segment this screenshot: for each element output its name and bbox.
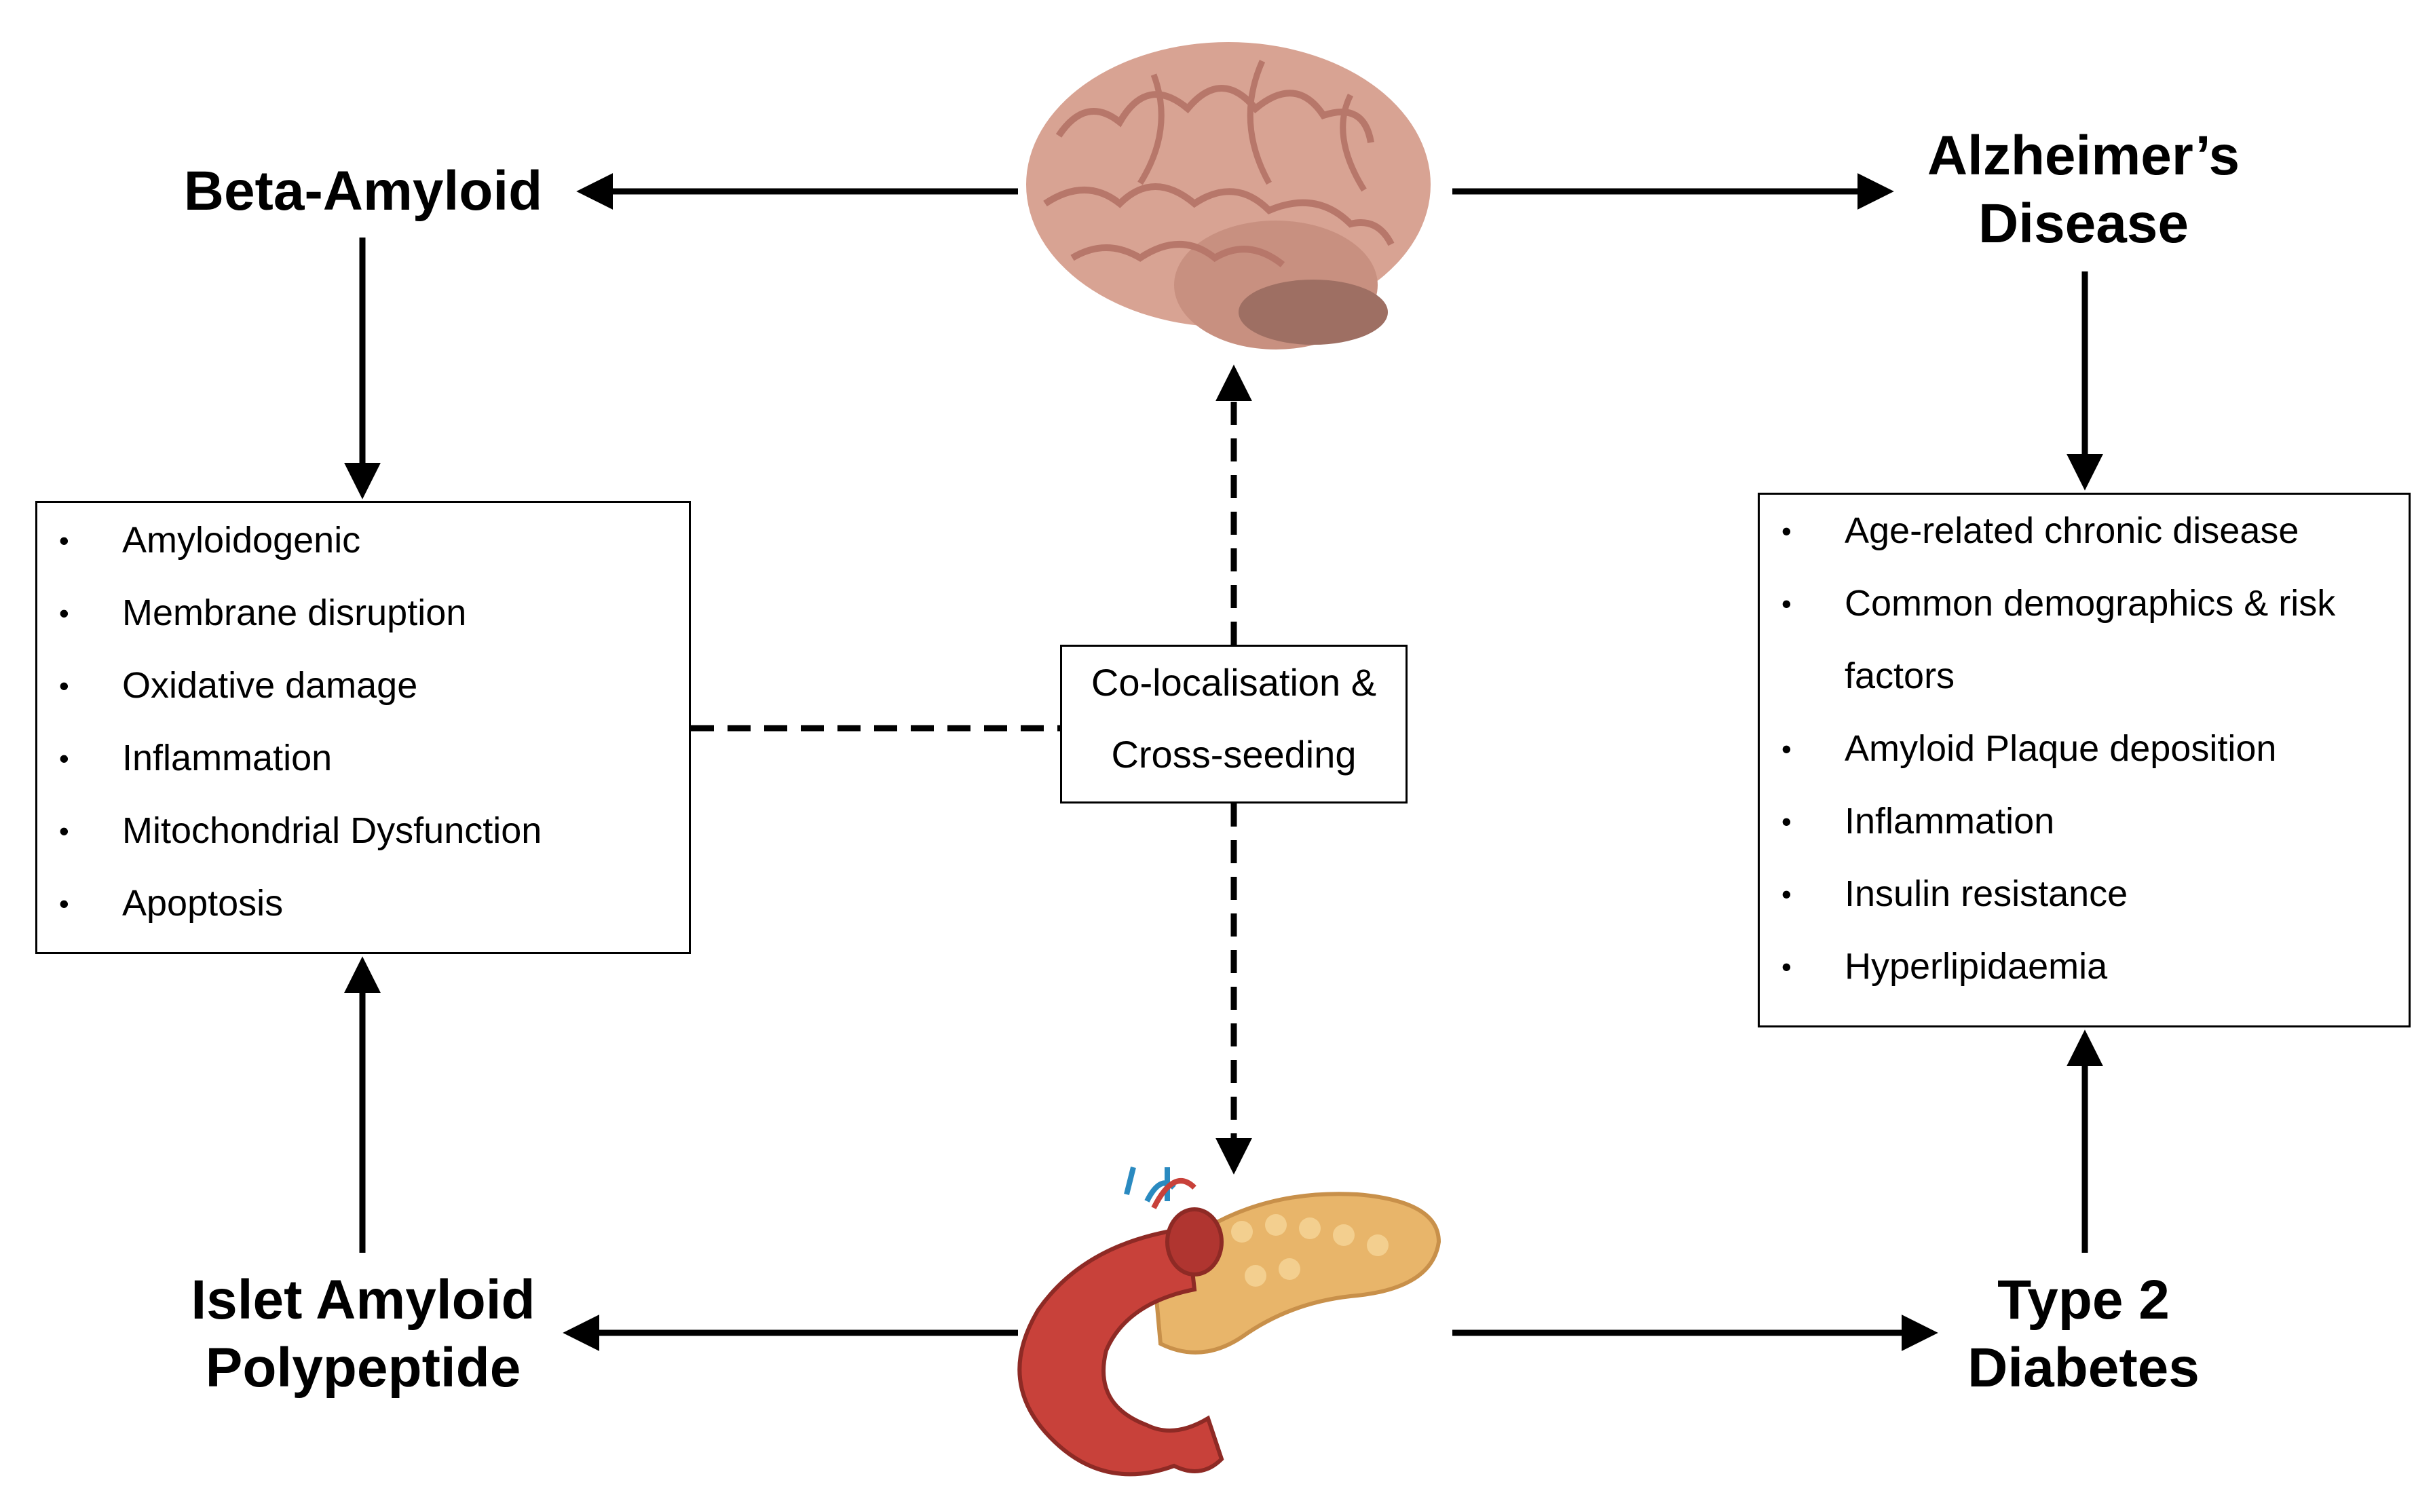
- list-item: Amyloid Plaque deposition: [1760, 713, 2409, 785]
- list-item: Hyperlipidaemia: [1760, 930, 2409, 1003]
- pancreas-icon: [1017, 1167, 1441, 1477]
- list-item: Oxidative damage: [37, 649, 689, 722]
- list-item-continuation: factors: [1845, 656, 1955, 696]
- node-iapp-line1: Islet Amyloid: [191, 1269, 535, 1331]
- list-item: Membrane disruption: [37, 577, 689, 649]
- node-t2d-line2: Diabetes: [1967, 1337, 2200, 1399]
- node-beta-amyloid: Beta-Amyloid: [149, 157, 577, 225]
- node-alzheimers-line1: Alzheimer’s: [1927, 125, 2240, 187]
- node-t2d: Type 2 Diabetes: [1914, 1266, 2253, 1402]
- node-beta-amyloid-label: Beta-Amyloid: [183, 160, 543, 222]
- list-item: Mitochondrial Dysfunction: [37, 795, 689, 867]
- node-iapp-line2: Polypeptide: [205, 1337, 521, 1399]
- beta-amyloid-effects-box: Amyloidogenic Membrane disruption Oxidat…: [35, 501, 691, 954]
- list-item: Age-related chronic disease: [1760, 495, 2409, 567]
- node-alzheimers-line2: Disease: [1978, 193, 2189, 254]
- brain-icon: [1026, 42, 1431, 349]
- shared-features-box: Age-related chronic disease Common demog…: [1758, 493, 2411, 1027]
- list-item: Insulin resistance: [1760, 858, 2409, 930]
- co-localisation-line1: Co-localisation &: [1091, 661, 1377, 704]
- list-item: Amyloidogenic: [37, 504, 689, 577]
- list-item: Common demographics & risk: [1760, 567, 2409, 640]
- node-iapp: Islet Amyloid Polypeptide: [149, 1266, 577, 1402]
- node-t2d-line1: Type 2: [1997, 1269, 2170, 1331]
- co-localisation-box: Co-localisation & Cross-seeding: [1060, 645, 1408, 804]
- co-localisation-line2: Cross-seeding: [1111, 733, 1357, 776]
- list-item: Apoptosis: [37, 867, 689, 940]
- node-alzheimers: Alzheimer’s Disease: [1887, 122, 2280, 258]
- list-item: Inflammation: [1760, 785, 2409, 858]
- list-item: Inflammation: [37, 722, 689, 795]
